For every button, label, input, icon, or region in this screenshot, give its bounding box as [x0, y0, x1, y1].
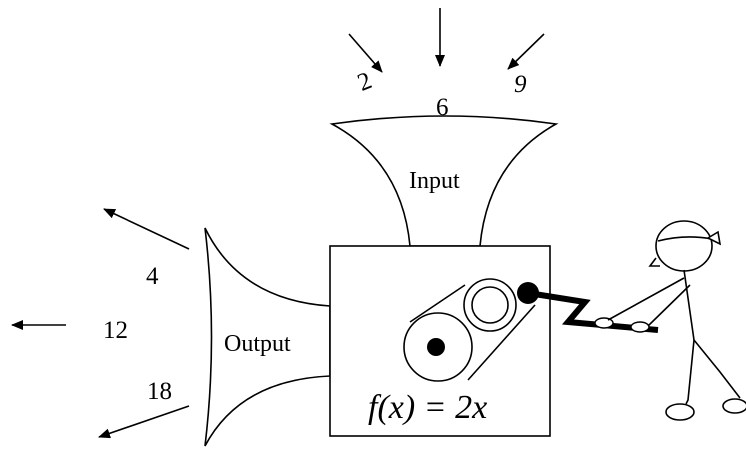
output-value-4: 4 [146, 263, 159, 290]
input-label: Input [409, 168, 460, 194]
output-value-12: 12 [103, 317, 128, 344]
stick-figure [607, 220, 746, 421]
output-arrow-bottom [98, 405, 190, 439]
belt-mechanism [403, 278, 539, 382]
input-funnel [329, 115, 559, 247]
input-value-9: 9 [514, 71, 527, 98]
output-label: Output [224, 331, 291, 357]
input-arrow-right [507, 33, 545, 70]
input-value-6: 6 [436, 94, 449, 121]
input-value-2: 2 [354, 67, 376, 97]
input-arrow-left [348, 33, 383, 73]
function-label: f(x) = 2x [368, 389, 487, 426]
output-funnel [204, 227, 331, 447]
roller-axle [427, 338, 445, 356]
small-roller-inner [471, 286, 509, 324]
crank-handle [527, 290, 659, 333]
output-arrow-top [103, 208, 190, 250]
stick-figure-head [655, 220, 713, 272]
small-roller-outer [463, 278, 517, 332]
output-value-18: 18 [147, 378, 172, 405]
